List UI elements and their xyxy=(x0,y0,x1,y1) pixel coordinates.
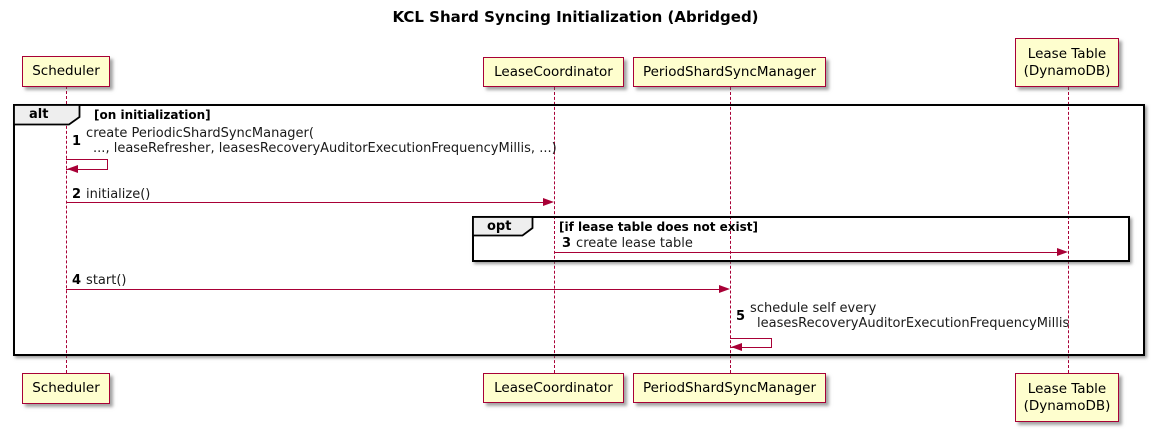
message-number: 4 xyxy=(72,273,82,288)
opt-frame: opt [if lease table does not exist] xyxy=(472,216,1130,262)
message-number: 3 xyxy=(562,236,572,251)
participant-scheduler-top: Scheduler xyxy=(22,56,110,87)
message-1-label: 1 create PeriodicShardSyncManager( ..., … xyxy=(72,126,557,157)
message-3-arrow xyxy=(554,252,1058,253)
alt-operator-label: alt xyxy=(29,107,49,122)
participant-period-shard-sync-manager-top: PeriodShardSyncManager xyxy=(633,57,826,87)
message-1-self-arrow xyxy=(66,159,108,170)
message-text-line2: leasesRecoveryAuditorExecutionFrequencyM… xyxy=(757,316,1070,332)
message-2-label: 2 initialize() xyxy=(72,187,150,202)
message-4-label: 4 start() xyxy=(72,273,126,288)
participant-label: Scheduler xyxy=(32,63,100,80)
arrowhead-right xyxy=(543,198,554,206)
arrowhead-left xyxy=(731,343,742,351)
message-number: 2 xyxy=(72,187,82,202)
message-3-label: 3 create lease table xyxy=(562,236,693,251)
lifeline-period-shard-sync-manager xyxy=(729,87,731,373)
message-5-label: 5 schedule self every leasesRecoveryAudi… xyxy=(736,301,1069,332)
message-5-self-arrow xyxy=(730,338,772,348)
message-text-line1: create PeriodicShardSyncManager( xyxy=(86,126,314,141)
diagram-title: KCL Shard Syncing Initialization (Abridg… xyxy=(392,8,759,26)
message-4-arrow xyxy=(66,289,720,290)
participant-label: PeriodShardSyncManager xyxy=(642,63,817,80)
participant-label: PeriodShardSyncManager xyxy=(642,379,817,396)
participant-label: Lease Table xyxy=(1027,380,1107,397)
participant-lease-table-bottom: Lease Table (DynamoDB) xyxy=(1015,373,1119,422)
message-number: 5 xyxy=(736,308,746,324)
arrowhead-right xyxy=(1057,248,1068,256)
message-text-line2: ..., leaseRefresher, leasesRecoveryAudit… xyxy=(93,141,557,157)
participant-lease-coordinator-bottom: LeaseCoordinator xyxy=(483,373,624,403)
participant-sublabel: (DynamoDB) xyxy=(1023,397,1111,414)
message-number: 1 xyxy=(72,133,82,149)
arrowhead-right xyxy=(719,285,730,293)
alt-guard-label: [on initialization] xyxy=(94,108,211,122)
participant-period-shard-sync-manager-bottom: PeriodShardSyncManager xyxy=(633,373,826,403)
lifeline-scheduler xyxy=(65,86,67,373)
participant-sublabel: (DynamoDB) xyxy=(1023,62,1111,79)
arrowhead-left xyxy=(67,165,78,173)
participant-scheduler-bottom: Scheduler xyxy=(22,373,110,404)
lifeline-lease-table xyxy=(1067,87,1069,373)
message-text: create lease table xyxy=(576,236,693,251)
participant-lease-table-top: Lease Table (DynamoDB) xyxy=(1015,38,1119,87)
message-2-arrow xyxy=(66,202,544,203)
message-text-line1: schedule self every xyxy=(750,301,877,316)
lifeline-lease-coordinator xyxy=(553,87,555,373)
participant-label: LeaseCoordinator xyxy=(494,379,613,396)
alt-operator-badge xyxy=(13,104,81,126)
participant-label: LeaseCoordinator xyxy=(494,63,613,80)
opt-operator-label: opt xyxy=(487,219,512,234)
participant-label: Scheduler xyxy=(32,380,100,397)
opt-operator-badge xyxy=(472,216,534,237)
message-text: initialize() xyxy=(86,187,151,202)
opt-guard-label: [if lease table does not exist] xyxy=(559,220,759,234)
participant-label: Lease Table xyxy=(1027,45,1107,62)
alt-frame: alt [on initialization] xyxy=(13,104,1145,356)
message-text: start() xyxy=(86,273,127,288)
participant-lease-coordinator-top: LeaseCoordinator xyxy=(483,57,624,87)
